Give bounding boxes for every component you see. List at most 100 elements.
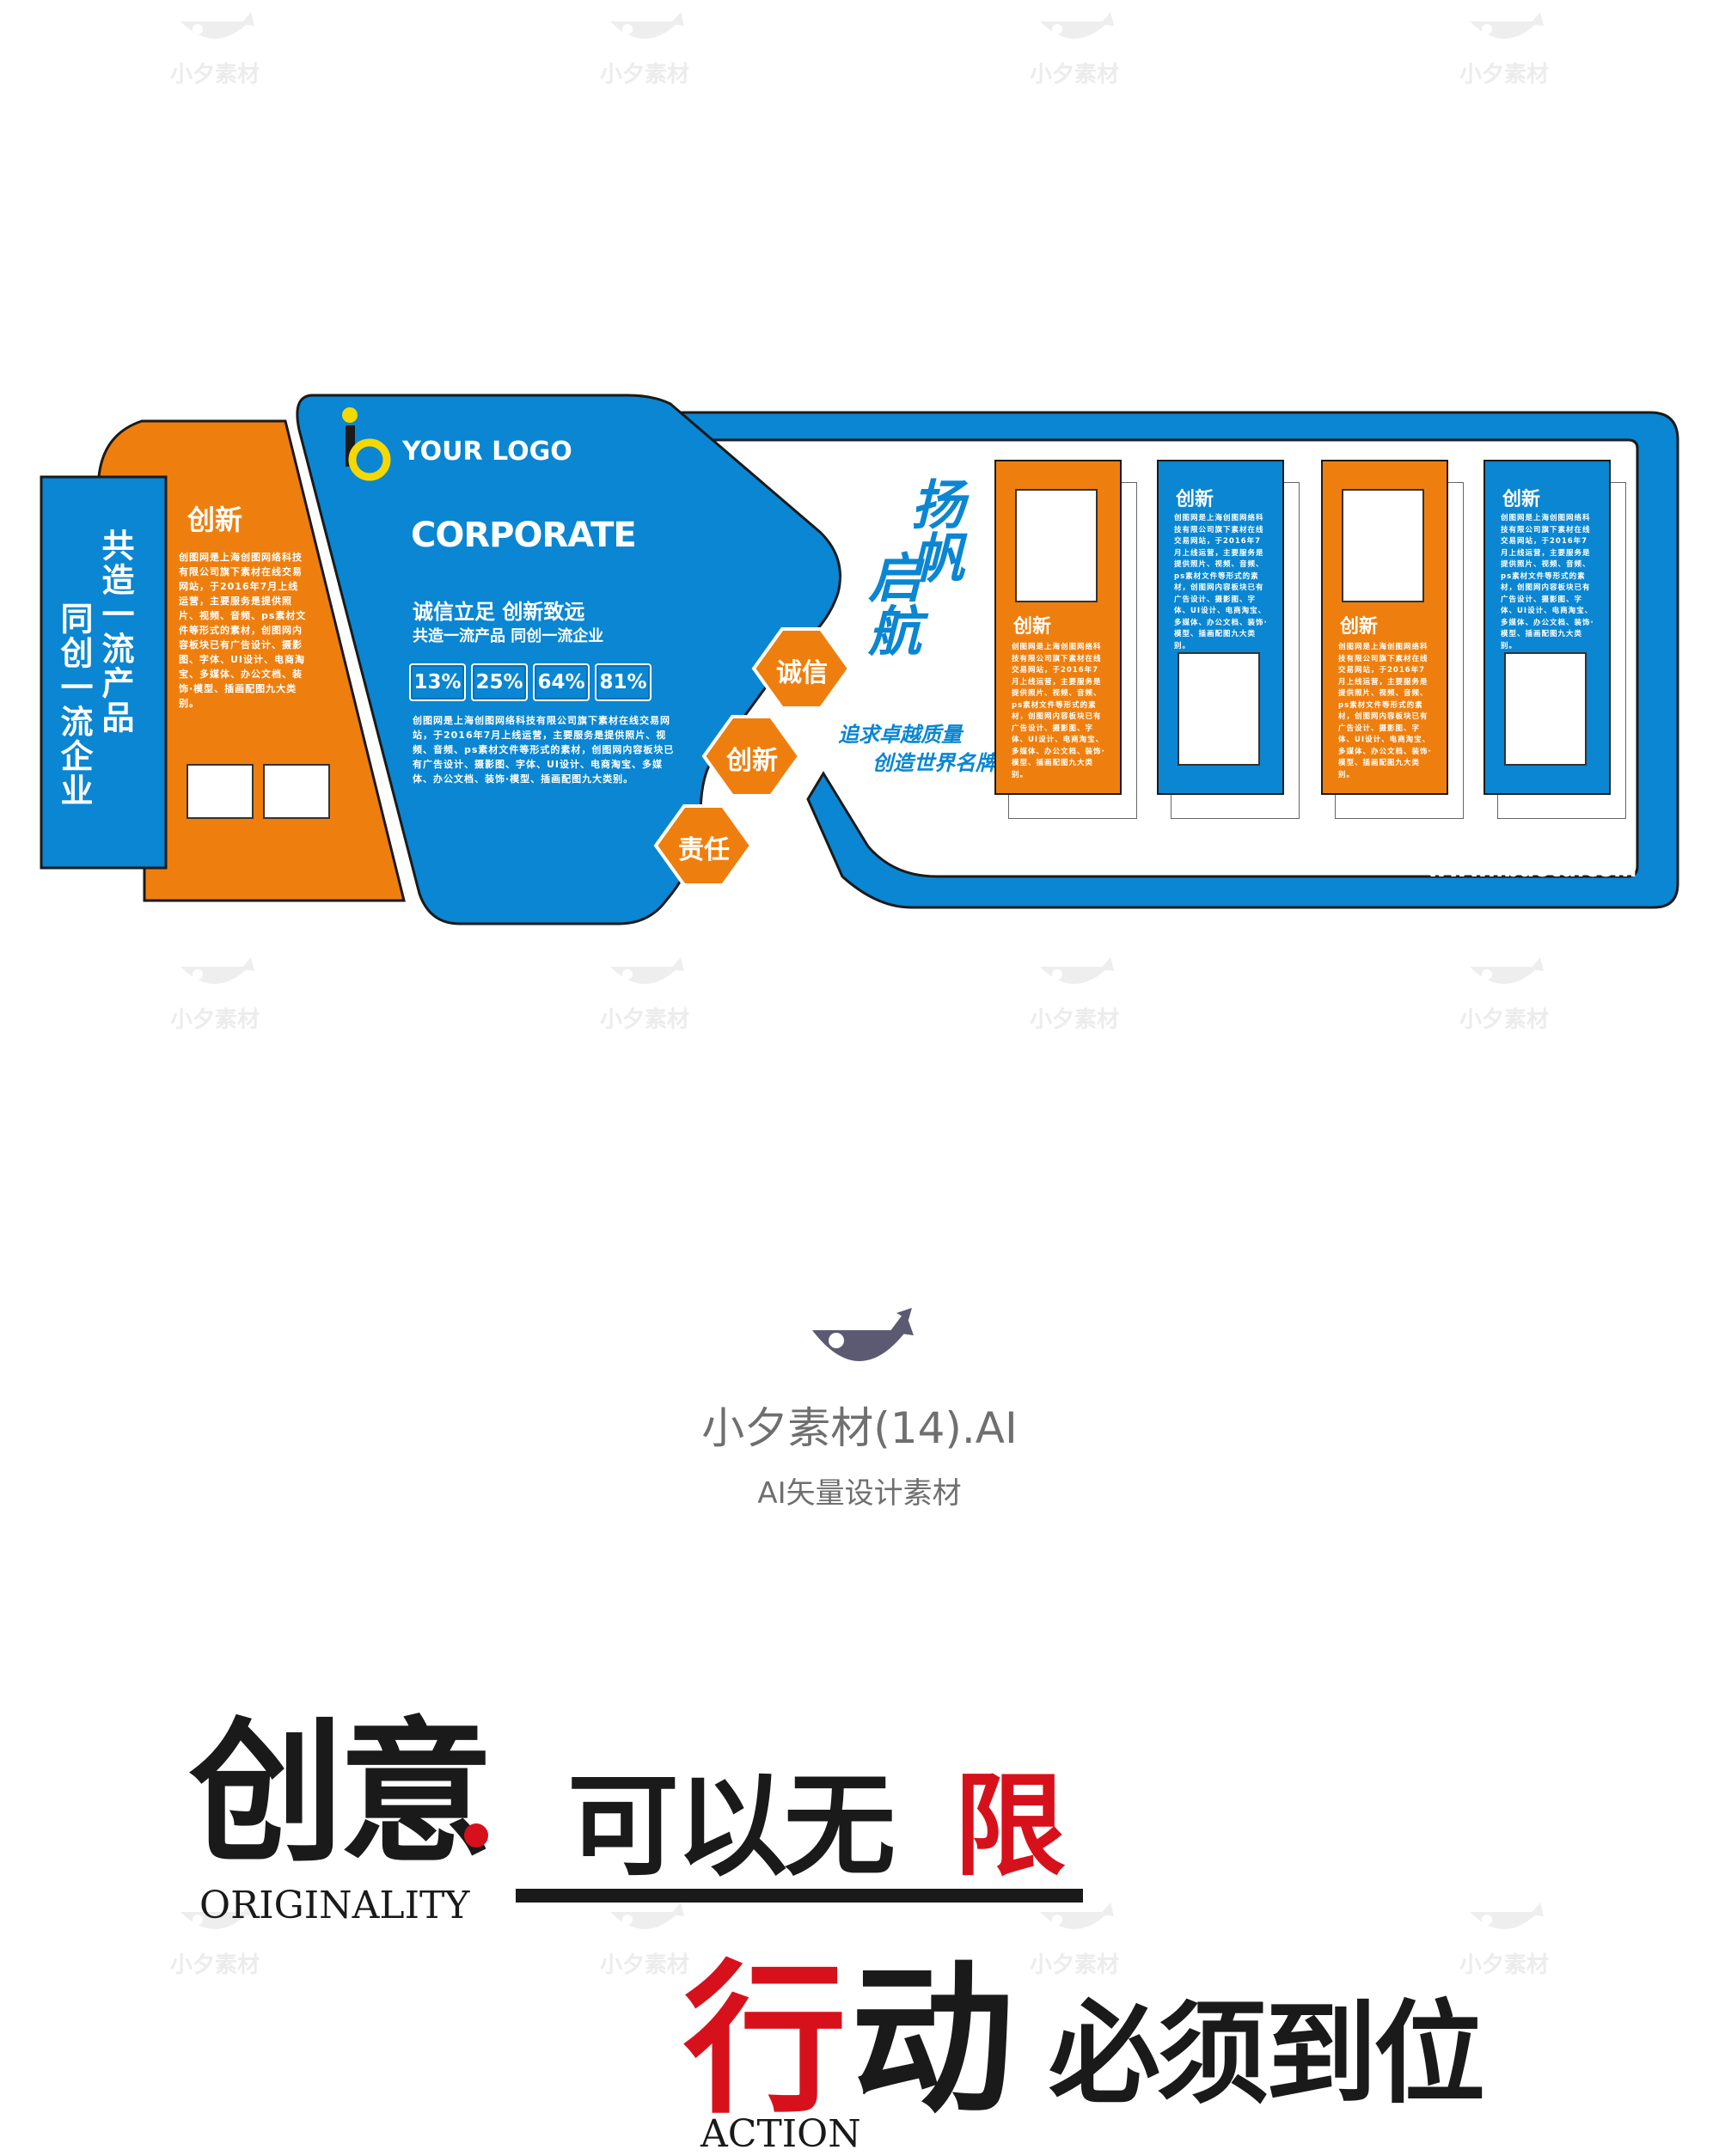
fish-logo-icon <box>180 1903 254 1929</box>
logo-i-stem <box>346 425 355 467</box>
promo-line1-red: 限 <box>954 1761 1067 1891</box>
fish-logo-icon <box>610 1903 684 1929</box>
watermark: 小夕素材 <box>1444 954 1564 1034</box>
watermark: 小夕素材 <box>1014 954 1135 1034</box>
watermark: 小夕素材 <box>584 1899 705 1979</box>
info-panel: 创新 创图网是上海创图网络科技有限公司旗下素材在线交易网站，于2016年7月上线… <box>994 460 1137 819</box>
panel-title: 创新 <box>1013 616 1052 638</box>
left-blue-panel <box>40 475 168 870</box>
photo-placeholder <box>1178 652 1260 766</box>
side-slogan-col1: 同创一流企业 <box>55 602 93 808</box>
corporate-heading: CORPORATE <box>411 516 637 555</box>
calligraphy-col1: 扬帆 <box>902 477 964 583</box>
watermark-text: 小夕素材 <box>169 62 260 88</box>
tagline-line2: 创造世界名牌 <box>872 751 996 775</box>
fish-logo-icon <box>180 957 254 984</box>
file-info: 小夕素材(14).AI AI矢量设计素材 <box>0 1306 1719 1512</box>
promo-line2-red: 行 <box>683 1945 847 2135</box>
side-slogan-col2: 共造一流产品 <box>96 528 134 735</box>
fish-logo-icon <box>812 1308 914 1361</box>
orange-panel-title: 创新 <box>187 504 243 536</box>
fish-logo-icon <box>1470 12 1544 39</box>
watermark: 小夕素材 <box>155 9 275 89</box>
board-shapes <box>40 394 1679 925</box>
panel-body: 创图网是上海创图网络科技有限公司旗下素材在线交易网站，于2016年7月上线运营，… <box>1338 643 1432 779</box>
watermark: 小夕素材 <box>1444 9 1564 89</box>
website-url: www.ibaotu.com <box>1427 857 1637 883</box>
hexagon-shape <box>701 715 802 797</box>
watermark: 小夕素材 <box>1014 9 1135 89</box>
watermark-text: 小夕素材 <box>1459 1952 1549 1978</box>
promo-line2-black: 动 <box>851 1945 1015 2135</box>
fish-logo-icon <box>180 12 254 39</box>
fish-logo-icon <box>610 957 684 984</box>
photo-placeholder <box>1015 489 1098 602</box>
slogan-line2: 共造一流产品 同创一流企业 <box>413 627 604 645</box>
promo-line1-rest: 可以无 <box>567 1761 896 1891</box>
photo-placeholder <box>263 764 330 819</box>
hexagon-label-innovation: 创新 <box>726 746 778 776</box>
promo-underline <box>516 1889 1083 1903</box>
promo-accent-dot <box>464 1823 488 1848</box>
fish-logo-icon <box>610 12 684 39</box>
orange-panel-body: 创图网是上海创图网络科技有限公司旗下素材在线交易网站，于2016年7月上线运营，… <box>179 552 307 709</box>
panel-title: 创新 <box>1176 489 1214 510</box>
info-panel: 创新 创图网是上海创图网络科技有限公司旗下素材在线交易网站，于2016年7月上线… <box>1483 460 1626 819</box>
watermark: 小夕素材 <box>584 954 705 1034</box>
watermark-text: 小夕素材 <box>169 1007 260 1033</box>
watermark: 小夕素材 <box>1444 1899 1564 1979</box>
logo-dot <box>342 407 358 423</box>
promo-line1-en: ORIGINALITY <box>199 1884 470 1927</box>
hexagon-shape <box>751 627 852 710</box>
fish-logo-icon <box>1040 1903 1114 1929</box>
panel-title: 创新 <box>1340 616 1379 638</box>
watermark: 小夕素材 <box>155 954 275 1034</box>
panel-body: 创图网是上海创图网络科技有限公司旗下素材在线交易网站，于2016年7月上线运营，… <box>1174 514 1268 650</box>
watermark-text: 小夕素材 <box>1029 1007 1119 1033</box>
right-frame <box>639 411 1679 909</box>
fish-logo-icon <box>1470 957 1544 984</box>
watermark-text: 小夕素材 <box>169 1952 260 1978</box>
logo-text: YOUR LOGO <box>402 437 572 467</box>
watermark-text: 小夕素材 <box>599 62 689 88</box>
file-name: 小夕素材(14).AI <box>701 1403 1018 1453</box>
watermark-text: 小夕素材 <box>1459 62 1549 88</box>
watermark-text: 小夕素材 <box>1029 1952 1119 1978</box>
photo-placeholder <box>187 764 254 819</box>
percent-box: 81% <box>595 663 652 701</box>
fish-logo-icon <box>1040 12 1114 39</box>
logo-ring <box>348 438 391 481</box>
calligraphy-col2: 启航 <box>859 550 921 657</box>
info-panel: 创新 创图网是上海创图网络科技有限公司旗下素材在线交易网站，于2016年7月上线… <box>1157 460 1300 819</box>
panel-body: 创图网是上海创图网络科技有限公司旗下素材在线交易网站，于2016年7月上线运营，… <box>1501 514 1594 650</box>
hexagon-shape <box>653 804 754 887</box>
slogan-line1: 诚信立足 创新致远 <box>413 600 585 624</box>
blue-panel-body: 创图网是上海创图网络科技有限公司旗下素材在线交易网站，于2016年7月上线运营，… <box>413 715 675 785</box>
photo-placeholder <box>1504 652 1587 766</box>
panel-title: 创新 <box>1502 489 1541 510</box>
file-subtitle: AI矢量设计素材 <box>757 1476 962 1511</box>
fish-logo-icon <box>1470 1903 1544 1929</box>
tagline-line1: 追求卓越质量 <box>838 723 962 747</box>
promo-line2-en: ACTION <box>700 2112 861 2156</box>
fish-logo-icon <box>1040 957 1114 984</box>
promo-slogan: 创意 可以无 限 ORIGINALITY 行 动 必须到位 ACTION <box>0 1701 1719 2156</box>
culture-wall-board: 同创一流企业 共造一流产品 创新 创图网是上海创图网络科技有限公司旗下素材在线交… <box>0 0 1719 945</box>
percent-box: 64% <box>533 663 590 701</box>
info-panel: 创新 创图网是上海创图网络科技有限公司旗下素材在线交易网站，于2016年7月上线… <box>1321 460 1464 819</box>
promo-line1-big: 创意 <box>189 1704 493 1884</box>
watermark-text: 小夕素材 <box>1029 62 1119 88</box>
watermark-text: 小夕素材 <box>599 1952 689 1978</box>
hexagon-label-responsibility: 责任 <box>678 835 730 865</box>
promo-line2-rest: 必须到位 <box>1049 1988 1485 2119</box>
panel-body: 创图网是上海创图网络科技有限公司旗下素材在线交易网站，于2016年7月上线运营，… <box>1012 643 1105 779</box>
watermark: 小夕素材 <box>155 1899 275 1979</box>
percent-box: 13% <box>409 663 466 701</box>
watermark: 小夕素材 <box>1014 1899 1135 1979</box>
hexagon-label-integrity: 诚信 <box>776 658 828 688</box>
watermark-text: 小夕素材 <box>599 1007 689 1033</box>
watermark-text: 小夕素材 <box>1459 1007 1549 1033</box>
percent-box: 25% <box>471 663 528 701</box>
photo-placeholder <box>1342 489 1424 602</box>
watermark: 小夕素材 <box>584 9 705 89</box>
